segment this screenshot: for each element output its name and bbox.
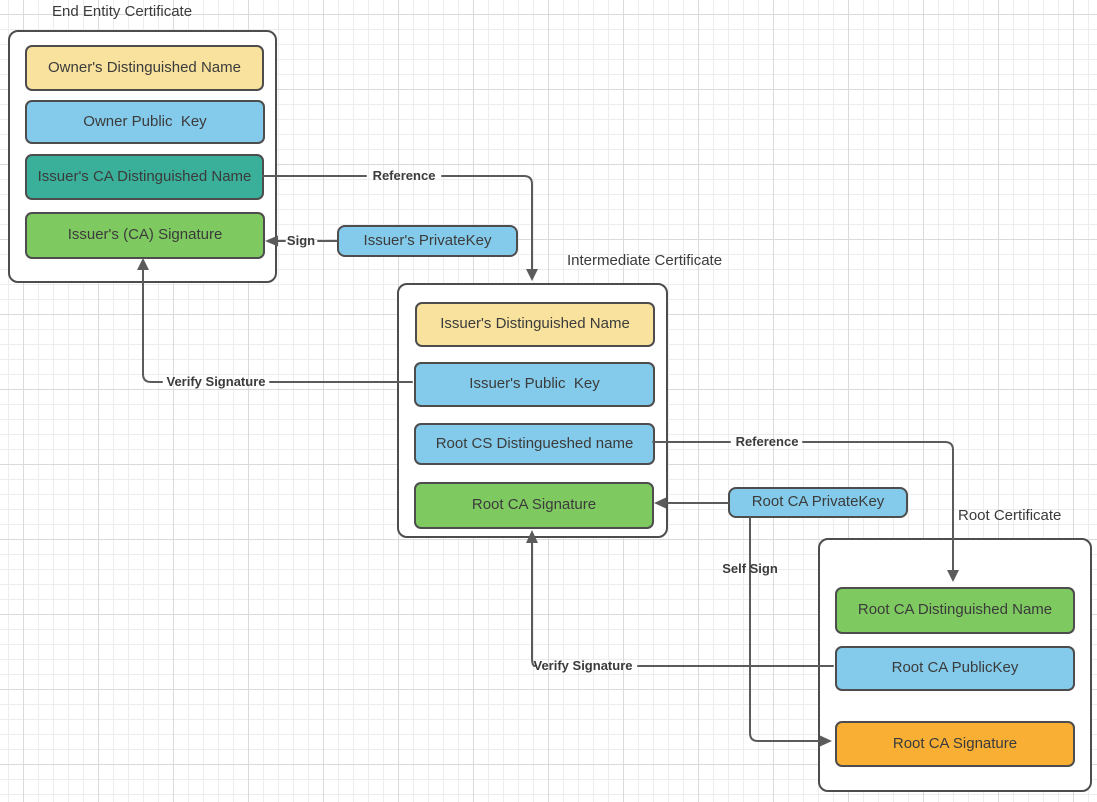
field-intermediate-root-ca-signature[interactable]: Root CA Signature (414, 482, 654, 529)
root-ca-privatekey-box[interactable]: Root CA PrivateKey (728, 487, 908, 518)
field-root-cs-distingueshed-name-label: Root CS Distingueshed name (435, 434, 634, 452)
issuers-privatekey-label: Issuer's PrivateKey (363, 231, 492, 249)
field-issuers-public-key[interactable]: Issuer's Public Key (414, 362, 655, 407)
connector-label-reference-top: Reference (372, 168, 436, 183)
verify-signature-bottom-connector[interactable] (526, 530, 834, 667)
field-owner-public-key-label: Owner Public Key (83, 112, 207, 130)
field-issuers-ca-distinguished-name[interactable]: Issuer's CA Distinguished Name (25, 154, 264, 200)
intermediate-certificate-title: Intermediate Certificate (567, 252, 723, 269)
field-root-ca-signature[interactable]: Root CA Signature (835, 721, 1075, 767)
root-certificate-title: Root Certificate (958, 507, 1062, 524)
field-root-ca-publickey[interactable]: Root CA PublicKey (835, 646, 1075, 691)
field-root-ca-signature-label: Root CA Signature (892, 734, 1018, 752)
field-issuers-ca-signature[interactable]: Issuer's (CA) Signature (25, 212, 265, 259)
intermediate-certificate-box[interactable]: Issuer's Distinguished Name Issuer's Pub… (397, 283, 668, 538)
field-issuers-ca-signature-label: Issuer's (CA) Signature (67, 226, 223, 244)
field-issuers-ca-distinguished-name-label: Issuer's CA Distinguished Name (37, 167, 252, 185)
field-root-ca-distinguished-name-label: Root CA Distinguished Name (857, 601, 1053, 619)
field-owner-public-key[interactable]: Owner Public Key (25, 100, 265, 144)
field-intermediate-root-ca-signature-label: Root CA Signature (471, 496, 597, 514)
connector-label-reference-bottom: Reference (735, 434, 799, 449)
field-root-cs-distingueshed-name[interactable]: Root CS Distingueshed name (414, 423, 655, 465)
field-root-ca-publickey-label: Root CA PublicKey (891, 659, 1019, 677)
field-issuers-distinguished-name-label: Issuer's Distinguished Name (440, 315, 630, 333)
root-ca-privatekey-label: Root CA PrivateKey (751, 493, 885, 511)
connector-label-verify-signature-bottom: Verify Signature (533, 658, 633, 673)
field-issuers-distinguished-name[interactable]: Issuer's Distinguished Name (415, 302, 655, 347)
field-owners-distinguished-name-label: Owner's Distinguished Name (48, 58, 241, 76)
issuers-privatekey-box[interactable]: Issuer's PrivateKey (337, 225, 518, 257)
root-certificate-box[interactable]: Root CA Distinguished Name Root CA Publi… (818, 538, 1092, 792)
field-owners-distinguished-name[interactable]: Owner's Distinguished Name (25, 45, 264, 91)
field-root-ca-distinguished-name[interactable]: Root CA Distinguished Name (835, 587, 1075, 634)
connector-label-sign: Sign (286, 233, 316, 248)
end-entity-certificate-box[interactable]: Owner's Distinguished Name Owner Public … (8, 30, 277, 283)
field-issuers-public-key-label: Issuer's Public Key (469, 375, 600, 393)
connector-label-self-sign: Self Sign (722, 561, 778, 576)
connector-label-verify-signature-left: Verify Signature (166, 374, 266, 389)
end-entity-certificate-title: End Entity Certificate (52, 3, 193, 20)
